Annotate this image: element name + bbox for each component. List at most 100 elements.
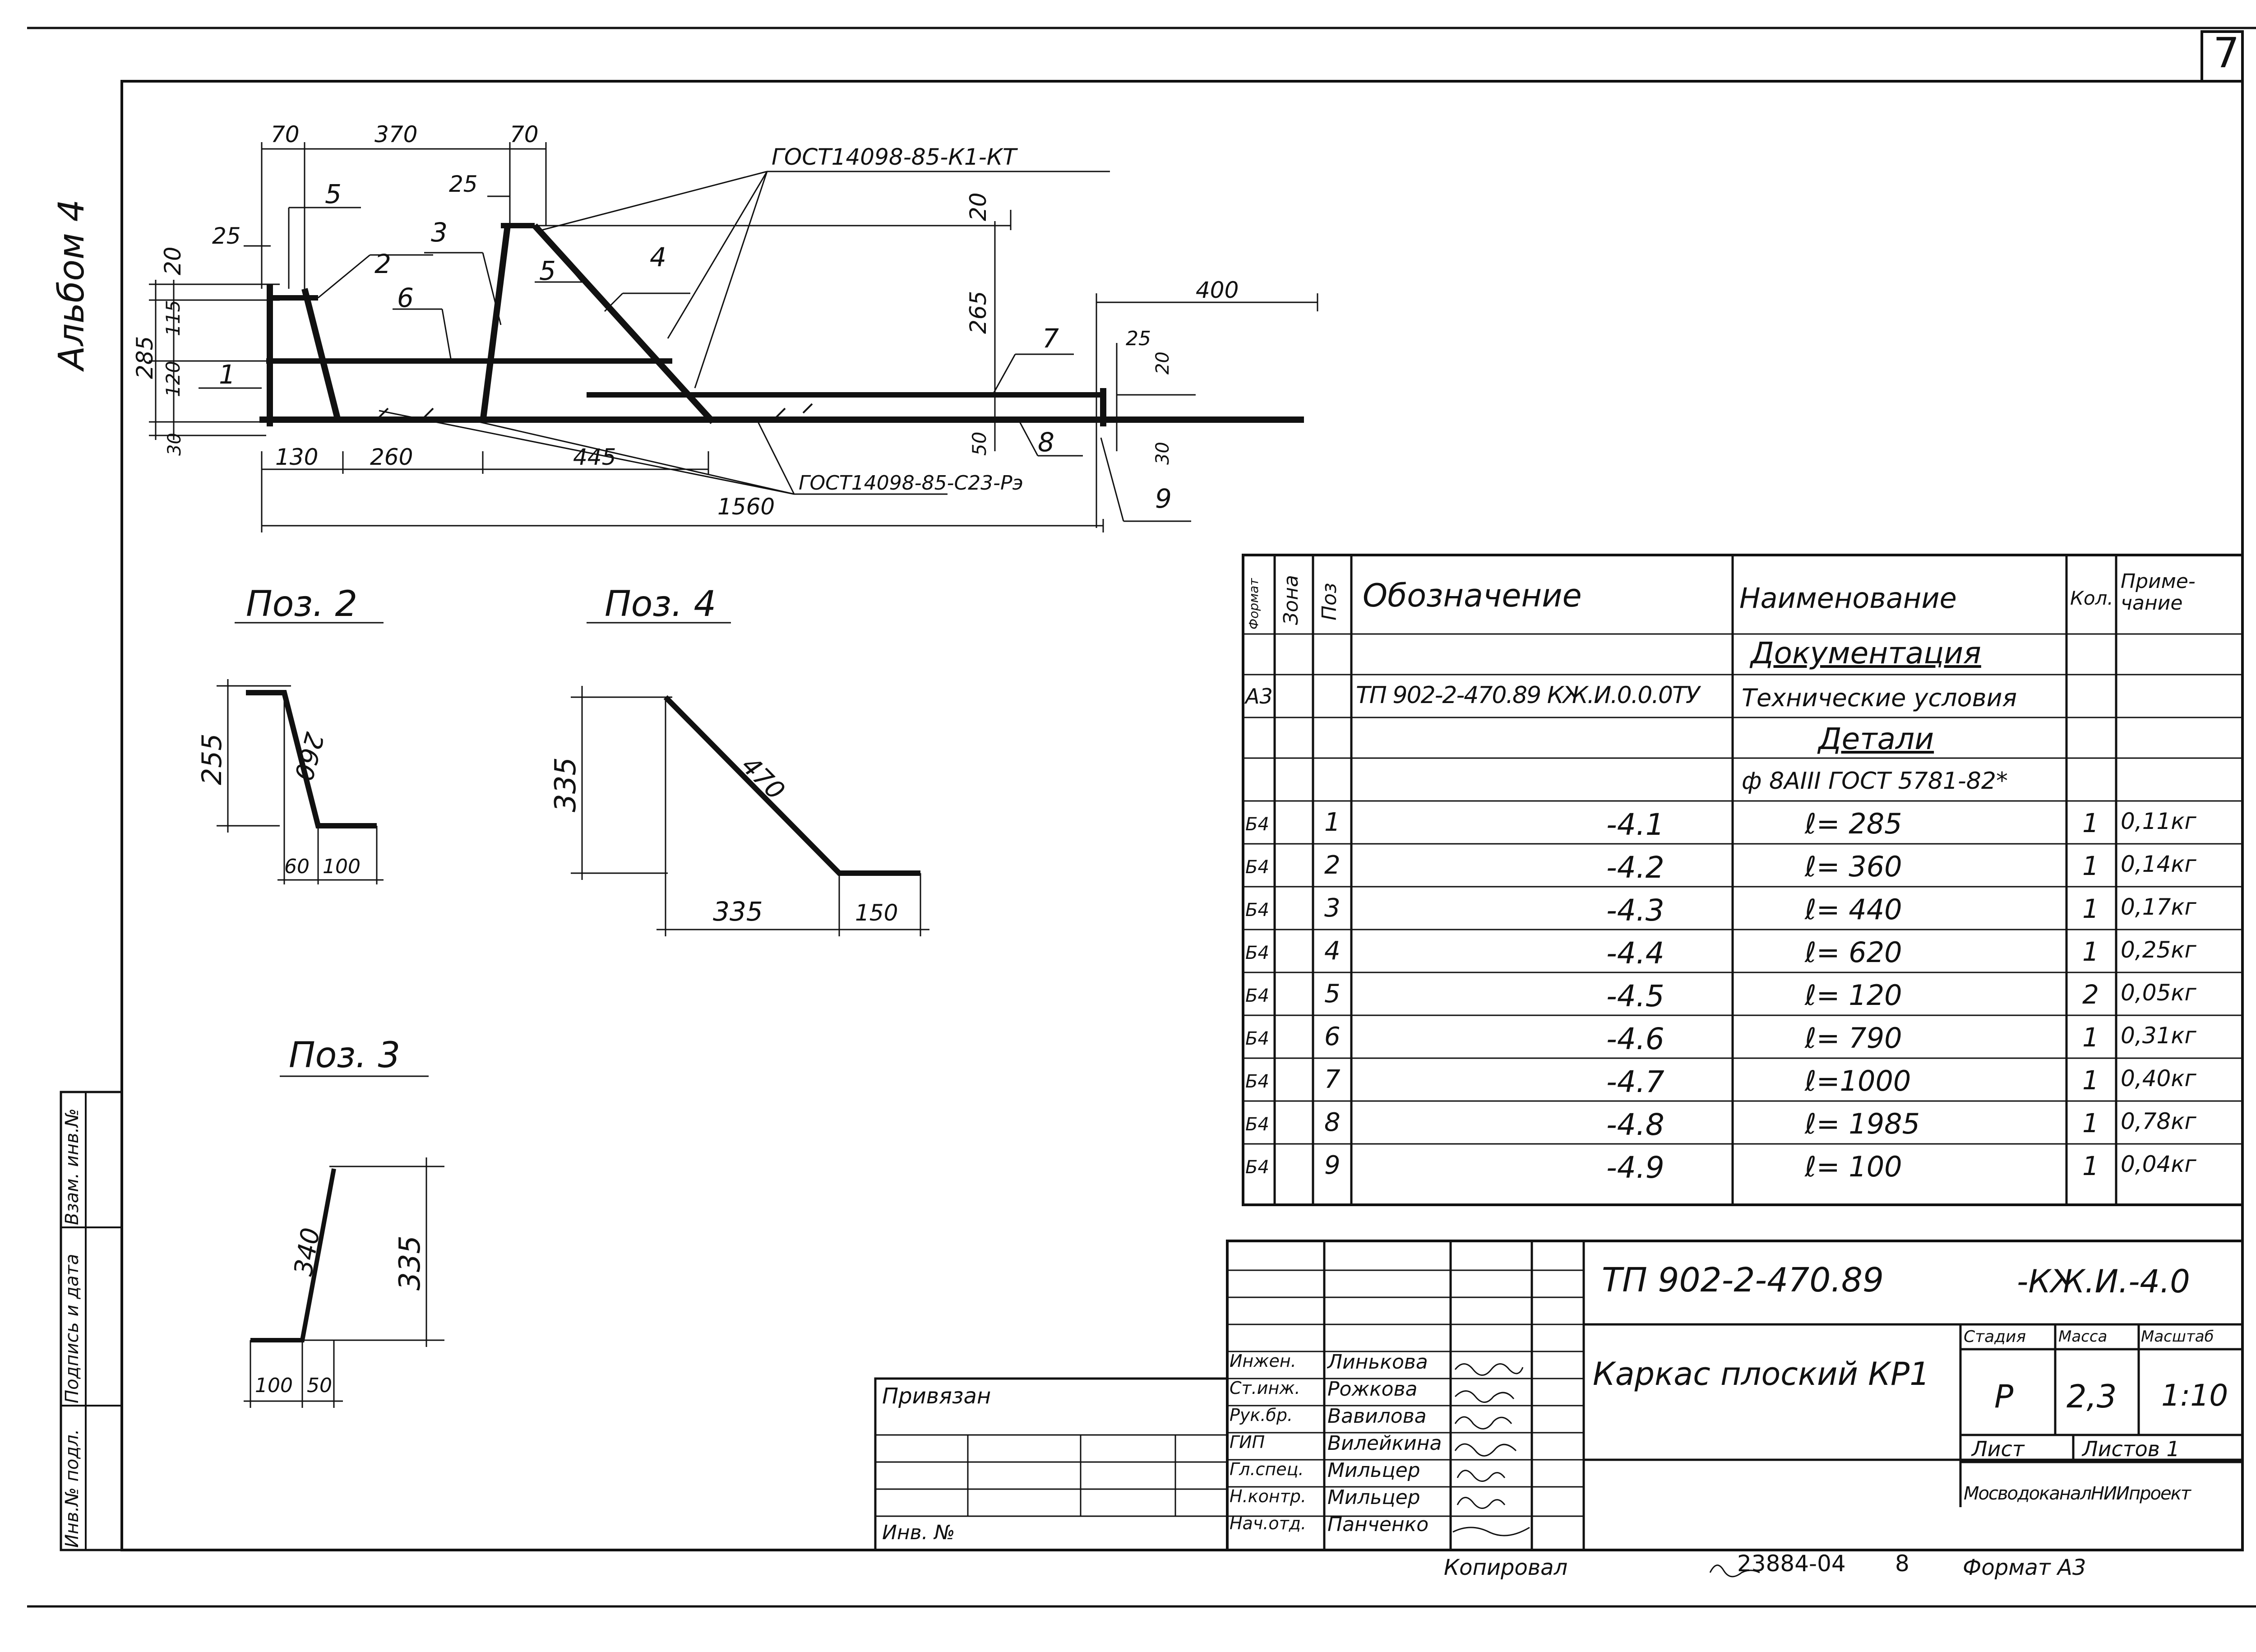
spec-row-designation: -4.4 [1606, 936, 1664, 971]
spec-row-format: Б4 [1245, 1028, 1269, 1049]
dim-30-right: 30 [1152, 442, 1173, 465]
spec-row-name: ℓ= 285 [1805, 807, 1902, 840]
inv-label: Инв. № [882, 1521, 955, 1544]
spec-header-designation: Обозначение [1363, 577, 1582, 614]
dim-20-right: 20 [1152, 352, 1173, 375]
spec-row-name: ℓ= 360 [1805, 850, 1902, 883]
person-role: Инжен. [1230, 1351, 1296, 1371]
person-name: Панченко [1327, 1513, 1429, 1536]
spec-row-note: 0,31кг [2121, 1023, 2196, 1049]
poz3-length: 340 [289, 1226, 326, 1278]
sheet-number: 7 [2213, 29, 2240, 77]
spec-row-pos: 1 [1324, 808, 1341, 837]
spec-section-docs: Документация [1751, 636, 1981, 671]
person-name: Вилейкина [1327, 1432, 1442, 1455]
spec-row-qty: 2 [2082, 979, 2099, 1010]
dim-370: 370 [374, 121, 417, 148]
label-stage: Стадия [1964, 1328, 2026, 1346]
dim-285: 285 [132, 336, 158, 379]
spec-row-name: ℓ=1000 [1805, 1064, 1911, 1097]
person-name: Вавилова [1327, 1405, 1427, 1428]
title-code: ТП 902-2-470.89 [1602, 1261, 1884, 1300]
dim-25-top: 25 [449, 171, 478, 197]
spec-row-designation: -4.1 [1606, 807, 1664, 842]
poz4-height: 335 [549, 757, 582, 812]
spec-header-format: Формат [1246, 578, 1261, 629]
dim-25-left: 25 [212, 223, 241, 249]
dim-70-right: 70 [510, 121, 539, 148]
poz3-b2: 50 [307, 1374, 332, 1397]
spec-header-note: Приме-чание [2121, 570, 2196, 615]
poz3-b1: 100 [255, 1374, 293, 1397]
spec-row-note: 0,05кг [2121, 980, 2196, 1006]
dim-20-left: 20 [160, 246, 186, 275]
spec-row-qty: 1 [2082, 851, 2099, 881]
spec-row-pos: 5 [1324, 979, 1341, 1009]
spec-header-qty: Кол. [2070, 587, 2113, 609]
spec-section-details: Детали [1818, 722, 1934, 756]
dim-400: 400 [1196, 277, 1239, 303]
spec-row-format: Б4 [1245, 900, 1269, 921]
doc-row-designation: ТП 902-2-470.89 КЖ.И.0.0.0ТУ [1356, 682, 1700, 709]
spec-row-format: Б4 [1245, 857, 1269, 878]
dim-50: 50 [968, 432, 990, 456]
spec-row-pos: 2 [1324, 851, 1341, 880]
weld-label-bottom: ГОСТ14098-85-С23-Рэ [799, 472, 1023, 495]
value-stage: Р [1994, 1378, 2014, 1415]
poz4-b2: 150 [855, 900, 898, 926]
spec-row-qty: 1 [2082, 893, 2099, 924]
privyazan-label: Привязан [882, 1384, 991, 1409]
label-sheets: Листов 1 [2082, 1437, 2180, 1461]
pos-label-3: 3 [431, 217, 448, 248]
dim-1560: 1560 [717, 494, 775, 520]
spec-row-designation: -4.2 [1606, 850, 1664, 885]
dim-30-left: 30 [164, 433, 185, 456]
spec-header-name: Наименование [1739, 582, 1957, 615]
stamp-inv-orig: Инв.№ подл. [62, 1429, 83, 1548]
spec-row-name: ℓ= 440 [1805, 893, 1902, 926]
person-name: Мильцер [1327, 1486, 1420, 1509]
pos-label-1: 1 [219, 359, 236, 390]
spec-row-format: Б4 [1245, 814, 1269, 835]
person-role: Нач.отд. [1230, 1513, 1307, 1533]
dim-25-right: 25 [1126, 327, 1151, 350]
doc-row-format: А3 [1245, 684, 1273, 708]
album-label: Альбом 4 [51, 199, 92, 370]
spec-row-pos: 6 [1324, 1022, 1341, 1051]
spec-row-designation: -4.5 [1606, 979, 1664, 1013]
spec-row-note: 0,17кг [2121, 894, 2196, 920]
value-mass: 2,3 [2066, 1378, 2117, 1415]
pos-label-8: 8 [1038, 427, 1054, 458]
label-sheet: Лист [1972, 1437, 2025, 1461]
spec-row-name: ℓ= 620 [1805, 936, 1902, 969]
person-role: ГИП [1230, 1432, 1265, 1452]
spec-row-format: Б4 [1245, 943, 1269, 963]
spec-row-note: 0,11кг [2121, 808, 2196, 834]
spec-row-format: Б4 [1245, 1071, 1269, 1092]
person-role: Ст.инж. [1230, 1378, 1300, 1398]
poz4-title: Поз. 4 [605, 584, 716, 625]
spec-row-note: 0,04кг [2121, 1151, 2196, 1177]
footer-format: Формат А3 [1963, 1555, 2086, 1580]
spec-row-designation: -4.8 [1606, 1107, 1664, 1142]
spec-row-name: ℓ= 790 [1805, 1022, 1902, 1055]
spec-row-designation: -4.7 [1606, 1064, 1664, 1099]
poz2-height: 255 [196, 733, 228, 785]
poz2-b1: 60 [284, 855, 310, 878]
dim-130: 130 [275, 444, 318, 470]
dim-70-left: 70 [271, 121, 300, 148]
spec-row-pos: 9 [1324, 1151, 1341, 1180]
pos-label-7: 7 [1042, 323, 1059, 354]
spec-row-pos: 8 [1324, 1108, 1341, 1137]
spec-material: ф 8АIII ГОСТ 5781-82* [1742, 768, 2008, 795]
poz4-length: 470 [735, 751, 791, 806]
poz2-title: Поз. 2 [246, 584, 357, 625]
spec-row-note: 0,40кг [2121, 1065, 2196, 1092]
footer-copied: Копировал [1444, 1555, 1568, 1580]
spec-row-qty: 1 [2082, 808, 2099, 838]
pos-label-5a: 5 [325, 179, 342, 209]
label-mass: Масса [2058, 1328, 2108, 1346]
spec-row-name: ℓ= 100 [1805, 1150, 1902, 1183]
spec-row-name: ℓ= 120 [1805, 979, 1902, 1012]
